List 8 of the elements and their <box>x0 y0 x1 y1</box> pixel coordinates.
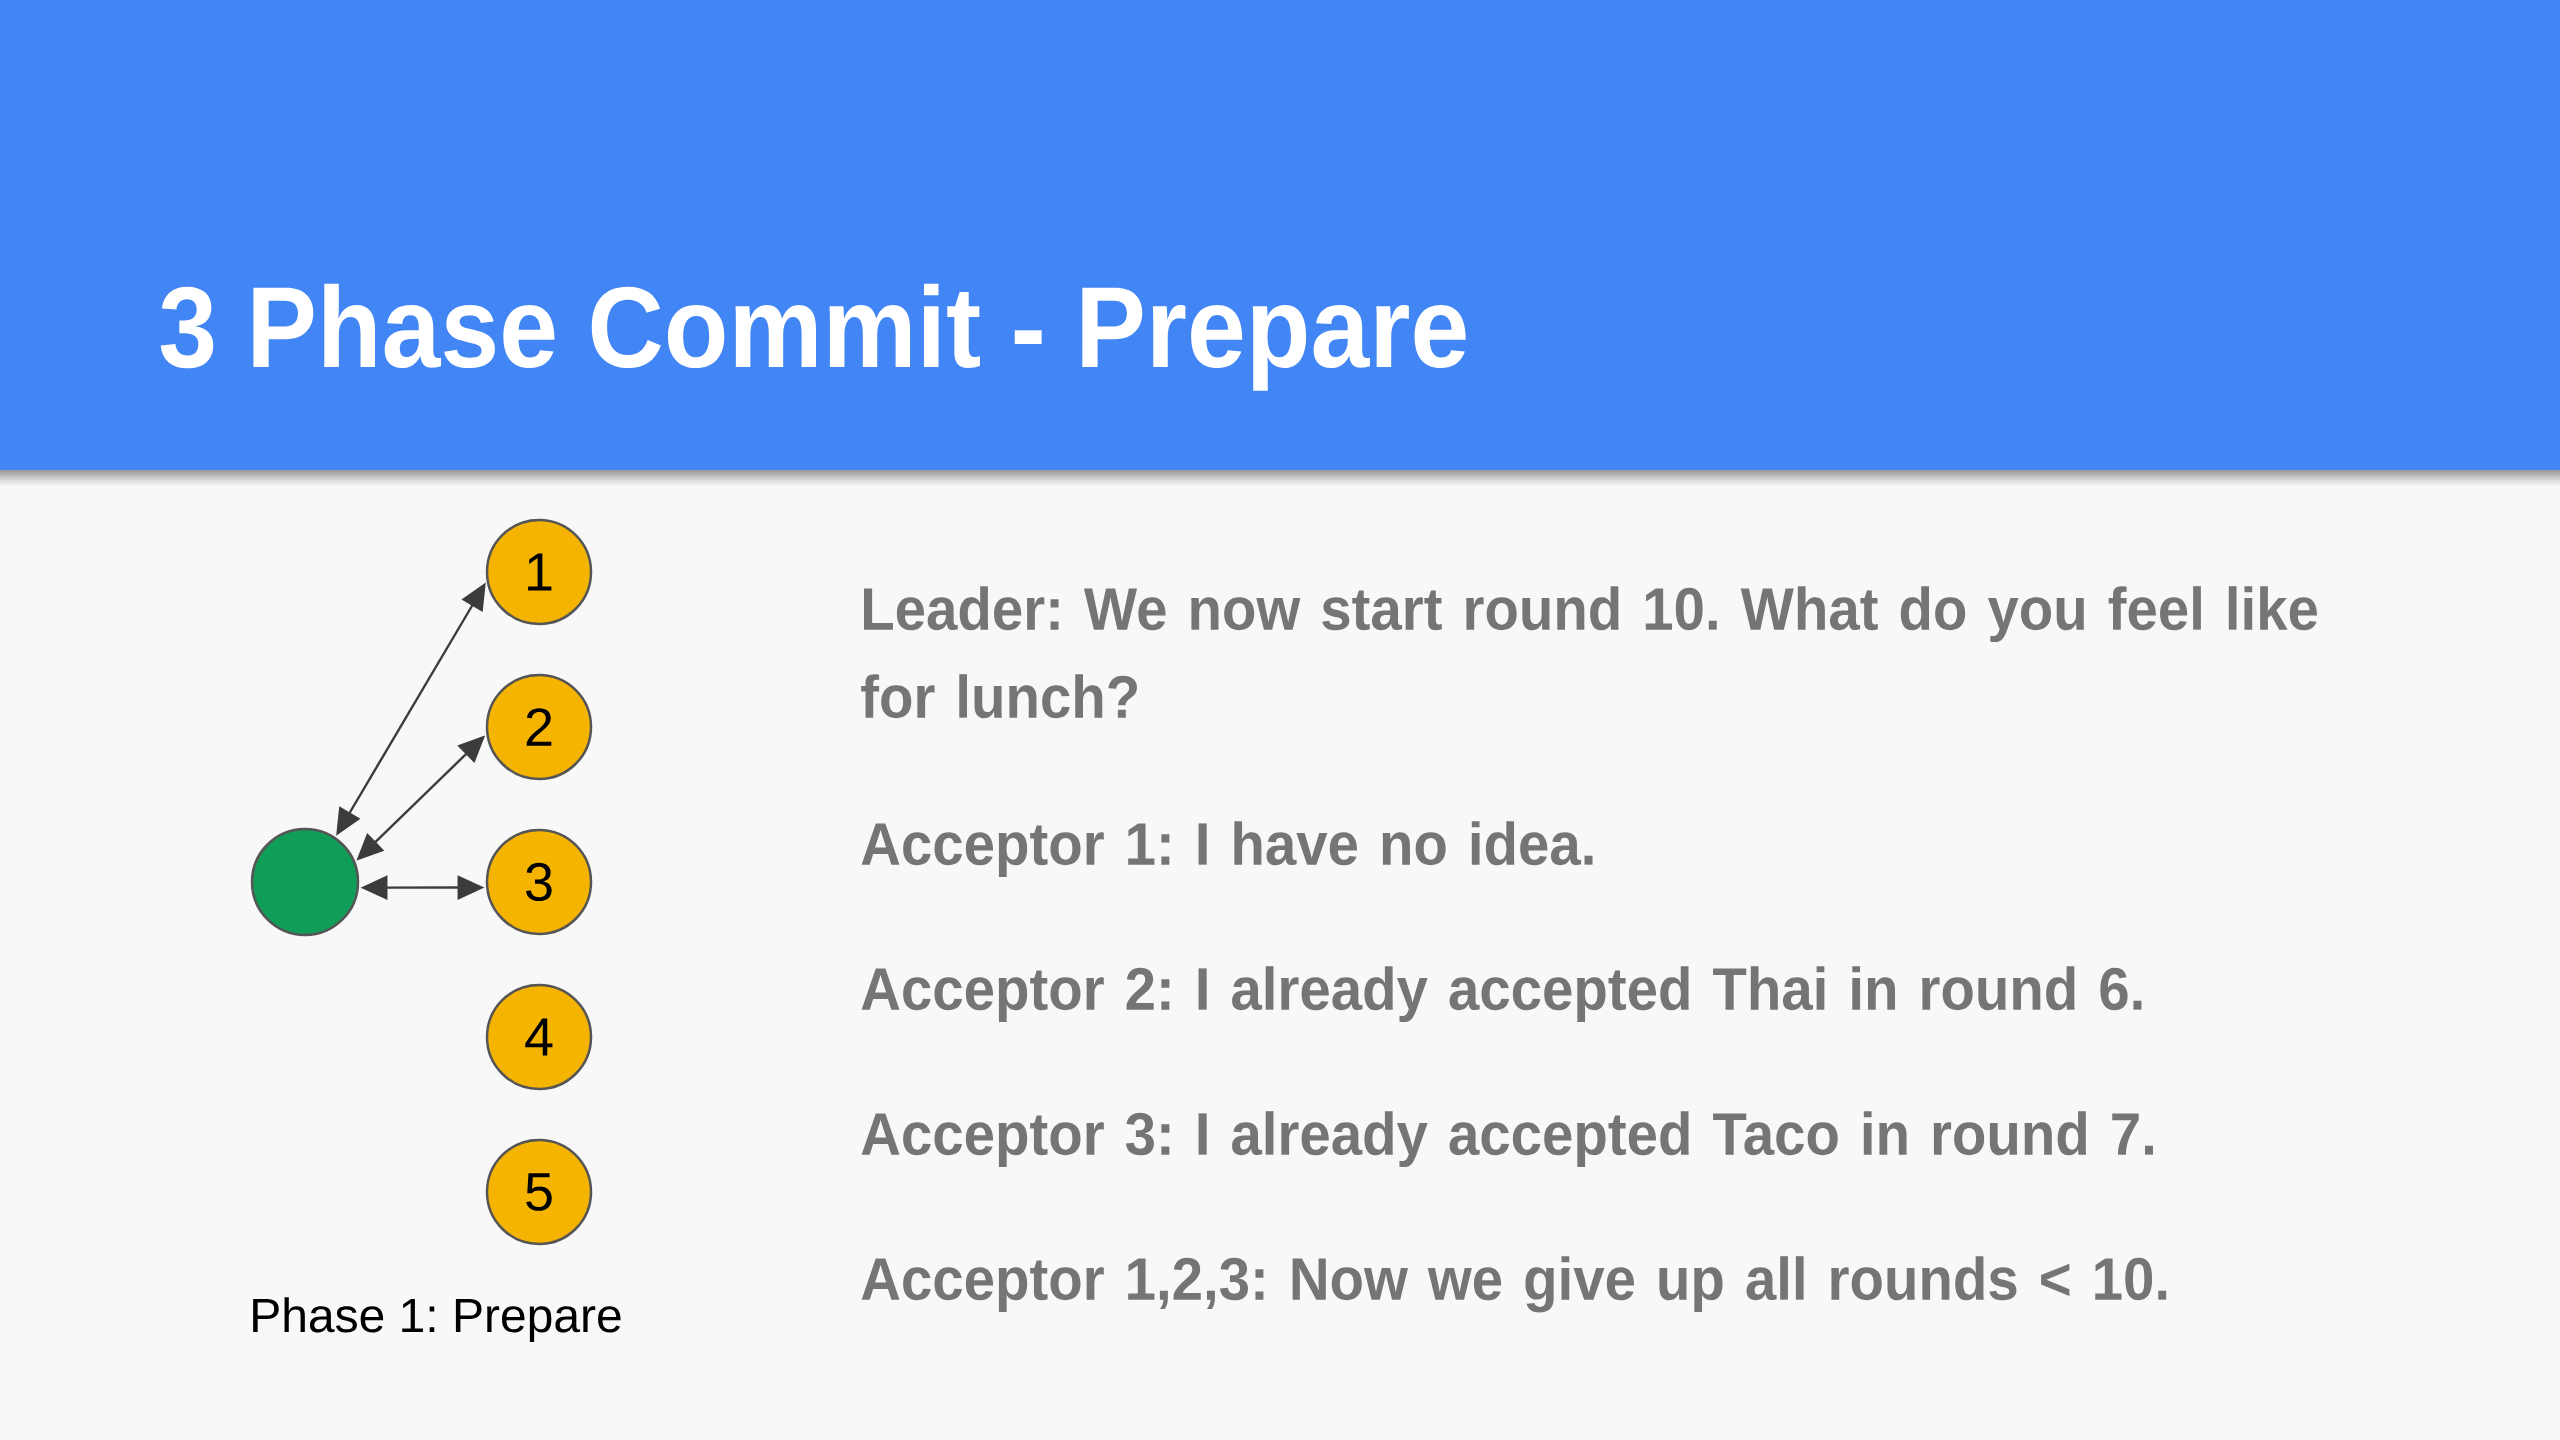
dialogue-text: Acceptor 3: I already accepted Taco in round 7. <box>861 1111 2153 1168</box>
dialogue-text: Acceptor 1: I have no idea. <box>861 821 1593 878</box>
dialogue-text: Acceptor 1,2,3: Now we give up all rounds < 10. <box>861 1256 2167 1313</box>
dialogue-text: Acceptor 2: I already accepted Thai in round 6. <box>861 966 2142 1023</box>
dialogue-text: Leader: We now start round 10. What do you feel like for lunch? <box>861 586 2317 719</box>
slide-title: 3 Phase Commit - Prepare <box>160 283 1466 391</box>
caption: Phase 1: Prepare <box>253 1297 621 1342</box>
node-circle <box>250 827 360 937</box>
